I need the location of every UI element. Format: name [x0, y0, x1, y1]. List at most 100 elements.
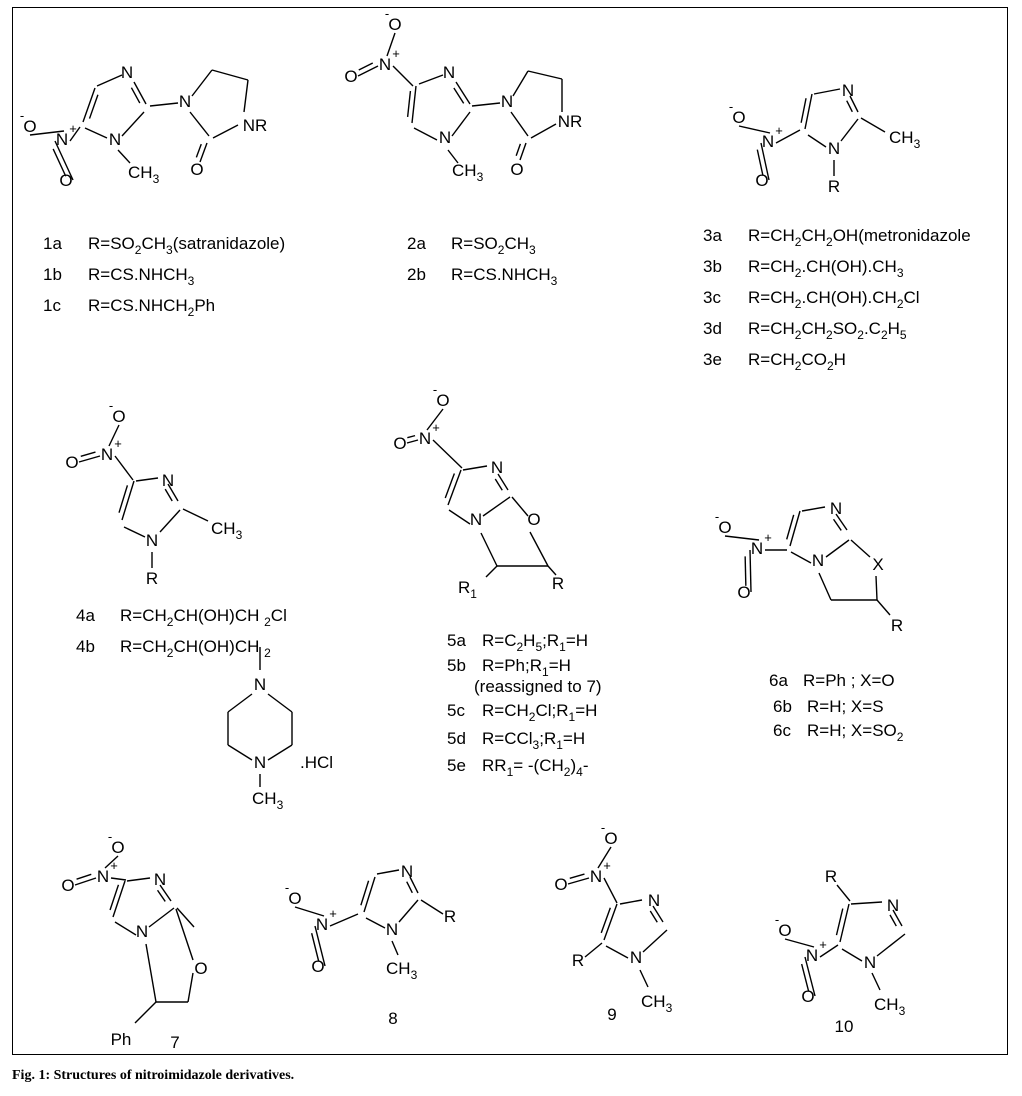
positive-charge: +: [329, 906, 337, 921]
methyl-label: CH3: [874, 995, 906, 1018]
bridgehead-nitrogen: N: [812, 551, 824, 570]
ring-nitrogen: N: [154, 870, 166, 889]
substituent-formula: R=CH2CH(OH)CH 2: [120, 637, 271, 660]
negative-charge: -: [285, 880, 289, 895]
substituent-formula: R=CH2CO2H: [748, 350, 846, 373]
nitro-oxide: O: [732, 108, 745, 127]
nitro-oxide: O: [778, 921, 791, 940]
imidazolidinone-n1: N: [179, 92, 191, 111]
r-substituent: R: [146, 569, 158, 588]
compound-id: 6c: [773, 721, 791, 740]
ring-nitrogen-3: N: [887, 896, 899, 915]
bridgehead-nitrogen: N: [136, 922, 148, 941]
ring-nitrogen-1: N: [864, 953, 876, 972]
nitro-oxygen: O: [61, 876, 74, 895]
positive-charge: +: [432, 420, 440, 435]
ring-nr: NR: [558, 112, 583, 131]
compound-id: 4b: [76, 637, 95, 656]
substituent-formula: R=CH2CH(OH)CH 2Cl: [120, 606, 287, 629]
hcl-salt: .HCl: [300, 753, 333, 772]
compound-number-10: 10: [835, 1017, 854, 1036]
nitro-oxygen: O: [755, 171, 768, 190]
imidazolidinone-n1: N: [501, 92, 513, 111]
substituent-formula: R=Ph ; X=O: [803, 671, 895, 690]
ring-nitrogen-1: N: [109, 130, 121, 149]
nitro-oxygen: O: [59, 171, 72, 190]
nitro-nitrogen: N: [379, 55, 391, 74]
ring-nitrogen-3: N: [162, 471, 174, 490]
negative-charge: -: [775, 912, 779, 927]
positive-charge: +: [775, 123, 783, 138]
nitro-nitrogen: N: [101, 445, 113, 464]
r-substituent: R: [891, 616, 903, 635]
negative-charge: -: [109, 398, 113, 413]
compound-id: 5a: [447, 631, 466, 650]
nitro-oxide: O: [718, 518, 731, 537]
nitro-nitrogen: N: [751, 539, 763, 558]
carbonyl-oxygen: O: [510, 160, 523, 179]
ring-nitrogen: N: [830, 499, 842, 518]
positive-charge: +: [392, 46, 400, 61]
methyl-label: CH3: [889, 128, 921, 151]
nitro-oxide: O: [112, 407, 125, 426]
methyl-label: CH3: [211, 519, 243, 542]
ring-nitrogen-1: N: [828, 139, 840, 158]
negative-charge: -: [20, 108, 24, 123]
nitro-oxide: O: [23, 117, 36, 136]
nitro-oxygen: O: [311, 957, 324, 976]
ring-nitrogen-3: N: [121, 63, 133, 82]
compound-id: 2a: [407, 234, 426, 253]
positive-charge: +: [764, 530, 772, 545]
r-substituent: R: [572, 951, 584, 970]
nitro-nitrogen: N: [806, 946, 818, 965]
substituent-formula: R=SO2CH3(satranidazole): [88, 234, 285, 257]
nitro-oxide: O: [111, 838, 124, 857]
nitro-oxygen: O: [393, 434, 406, 453]
x-heteroatom: X: [872, 555, 883, 574]
positive-charge: +: [819, 937, 827, 952]
r-substituent: R: [828, 177, 840, 196]
compound-id: 6a: [769, 671, 788, 690]
methyl-label: CH3: [252, 789, 284, 812]
piperazine-n4: N: [254, 753, 266, 772]
nitro-oxygen: O: [801, 987, 814, 1006]
nitro-oxide: O: [388, 15, 401, 34]
figure-caption: Fig. 1: Structures of nitroimidazole der…: [12, 1068, 295, 1083]
methyl-label: CH3: [641, 992, 673, 1015]
ring-oxygen: O: [194, 959, 207, 978]
nitro-oxide: O: [288, 889, 301, 908]
r1-label: R1: [458, 578, 477, 601]
nitro-oxide: O: [436, 391, 449, 410]
nitro-nitrogen: N: [762, 132, 774, 151]
compound-id: 5e: [447, 756, 466, 775]
compound-id: 6b: [773, 697, 792, 716]
negative-charge: -: [601, 820, 605, 835]
compound-id: 2b: [407, 265, 426, 284]
compound-id: 3b: [703, 257, 722, 276]
negative-charge: -: [433, 382, 437, 397]
positive-charge: +: [603, 858, 611, 873]
carbonyl-oxygen: O: [190, 160, 203, 179]
compound-number-9: 9: [607, 1005, 616, 1024]
figure-frame: [12, 7, 1008, 1055]
nitro-nitrogen: N: [316, 915, 328, 934]
piperazine-n1: N: [254, 675, 266, 694]
negative-charge: -: [385, 6, 389, 21]
substituent-formula: R=CS.NHCH2Ph: [88, 296, 215, 319]
nitro-oxygen: O: [344, 67, 357, 86]
positive-charge: +: [110, 858, 118, 873]
substituent-formula: R=CCl3;R1=H: [482, 729, 585, 752]
nitro-nitrogen: N: [97, 867, 109, 886]
negative-charge: -: [108, 829, 112, 844]
